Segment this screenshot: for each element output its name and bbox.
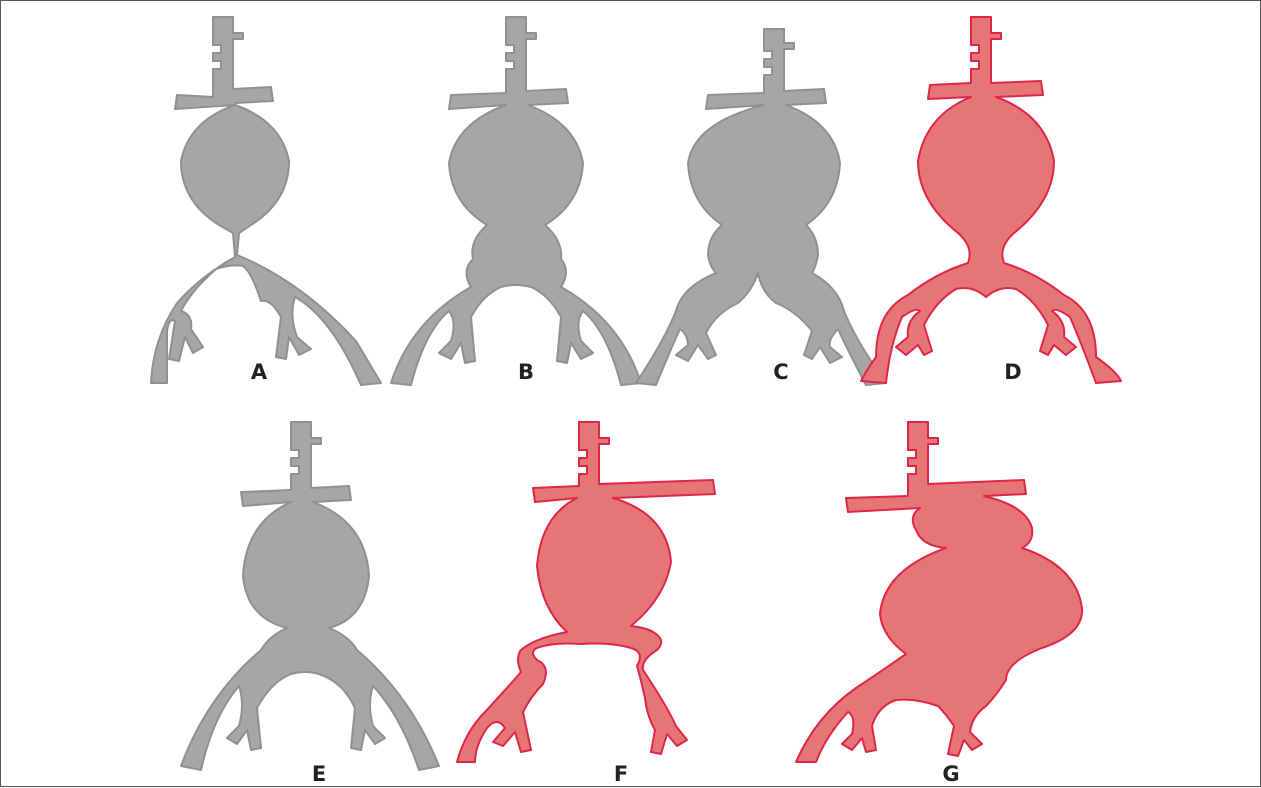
panel-label: D	[1004, 360, 1021, 384]
panel-label: G	[942, 762, 959, 786]
panel-label: E	[312, 762, 326, 786]
aneurysm-panel-a: A	[150, 16, 382, 386]
panel-label: B	[518, 360, 534, 384]
aneurysm-panel-g: G	[795, 421, 1084, 786]
aneurysm-panel-f: F	[456, 421, 716, 786]
aorta-shape	[795, 421, 1084, 763]
panel-label: A	[251, 360, 268, 384]
aorta-shape	[150, 16, 382, 386]
aorta-shape	[456, 421, 716, 763]
panel-label: C	[773, 360, 788, 384]
aneurysm-panel-b: B	[390, 16, 642, 386]
aneurysm-panel-c: C	[635, 28, 887, 386]
aorta-shape	[635, 28, 887, 386]
aorta-shape	[860, 16, 1122, 384]
panel-label: F	[614, 762, 628, 786]
aorta-shape	[390, 16, 642, 386]
aorta-shape	[180, 421, 440, 771]
aneurysm-panel-e: E	[180, 421, 440, 786]
aneurysm-panel-d: D	[860, 16, 1122, 384]
